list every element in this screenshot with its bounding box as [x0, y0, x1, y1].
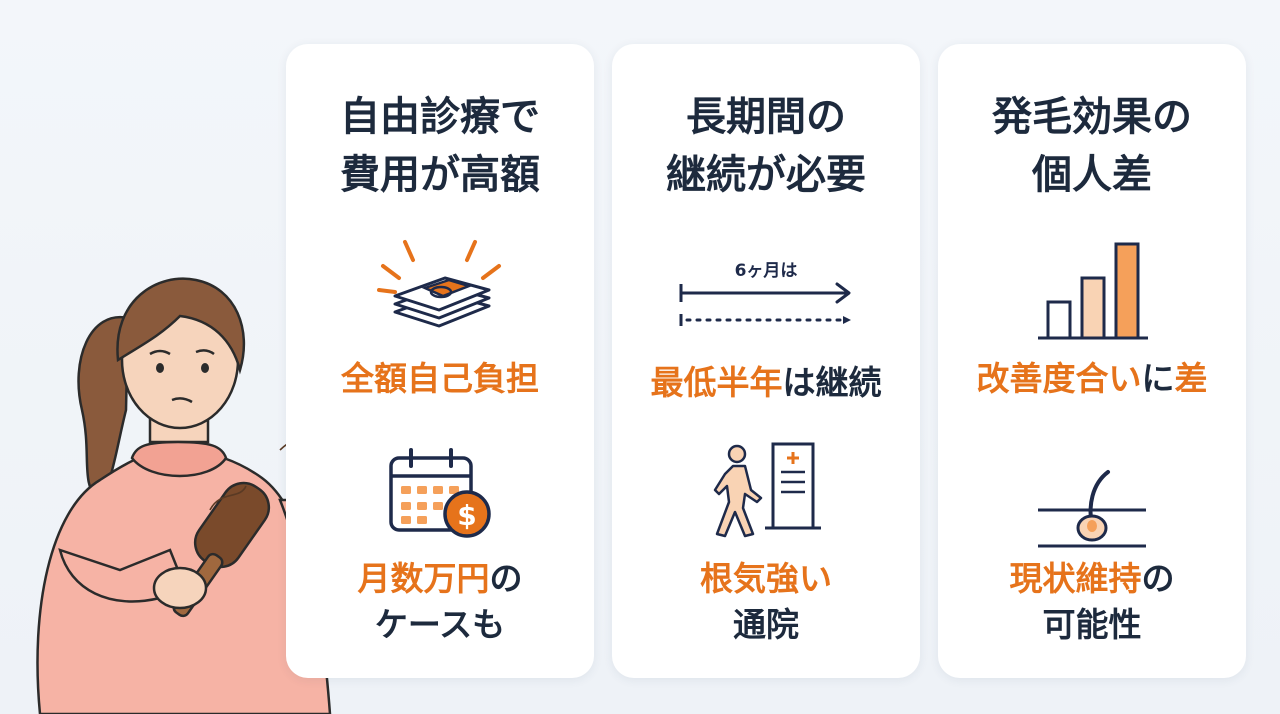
svg-text:$: $ [457, 499, 476, 532]
timeline-arrow-icon [679, 282, 851, 326]
cost-card-title: 自由診療で 費用が高額 [340, 94, 540, 198]
bar-chart-icon [1038, 242, 1148, 340]
money-stack-icon [377, 240, 501, 328]
cost-card: 自由診療で 費用が高額 全額自己負担 [286, 44, 594, 678]
worried-woman-illustration [36, 277, 367, 714]
walking-person-clinic-icon [713, 442, 821, 538]
duration-card: 長期間の 継続が必要 6ヶ月は 最低半年は継続 根気強い 通院 [612, 44, 920, 678]
individual-difference-card-title: 発毛効果の 個人差 [992, 94, 1192, 198]
duration-card-title: 長期間の 継続が必要 [666, 94, 866, 198]
monthly-cost-label: 月数万円の ケースも [357, 559, 523, 644]
individual-difference-card: 発毛効果の 個人差 改善度合いに差 現状維持の 可能性 [938, 44, 1246, 678]
hair-follicle-icon [1038, 470, 1146, 548]
improvement-difference-label: 改善度合いに差 [976, 359, 1208, 398]
timeline-label: 6ヶ月は [734, 261, 798, 281]
minimum-half-year-label: 最低半年は継続 [650, 363, 882, 402]
maintain-status-label: 現状維持の 可能性 [1009, 559, 1175, 644]
persistent-visits-label: 根気強い 通院 [700, 559, 832, 644]
full-cost-label: 全額自己負担 [341, 359, 539, 398]
calendar-dollar-icon: $ [389, 448, 491, 538]
